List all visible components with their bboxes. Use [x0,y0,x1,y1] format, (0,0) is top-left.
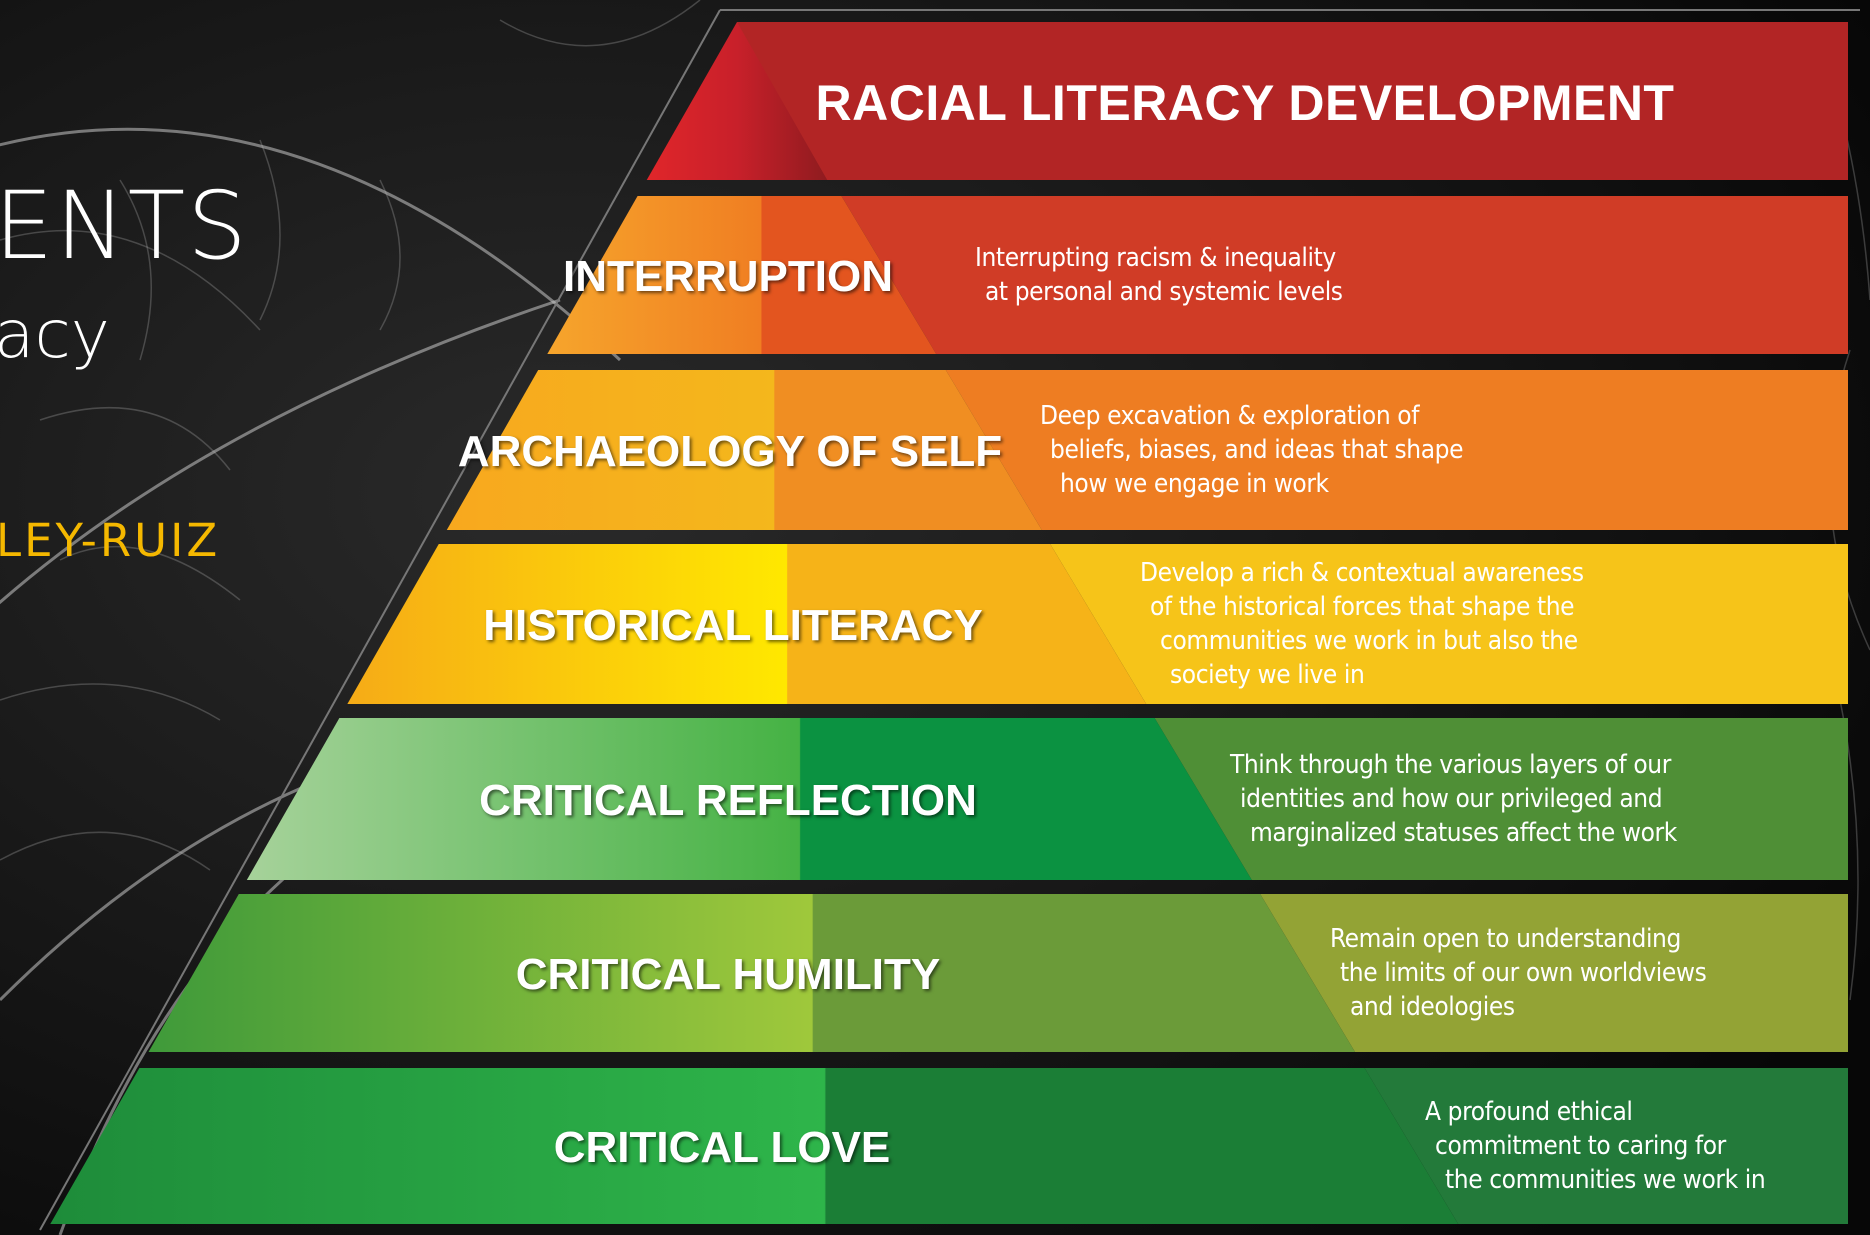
description-line: at personal and systemic levels [985,277,1343,307]
description-band [1050,544,1848,704]
description-line: communities we work in but also the [1160,626,1578,656]
description-line: commitment to caring for [1435,1131,1726,1161]
tier-label: INTERRUPTION [563,252,893,301]
pyramid-tier [547,196,937,354]
pyramid-tier [148,894,1356,1052]
tier-label: CRITICAL REFLECTION [479,776,977,825]
description-line: the communities we work in [1445,1165,1766,1195]
description-band [945,370,1848,530]
description-line: marginalized statuses affect the work [1250,818,1677,848]
description-band [1260,894,1848,1052]
description-line: A profound ethical [1425,1097,1633,1127]
tier-label: ARCHAEOLOGY OF SELF [457,427,1003,476]
description-line: of the historical forces that shape the [1150,592,1575,622]
description-band [841,196,1848,354]
tier-description: Remain open to understanding the limits o… [1330,922,1707,1024]
description-line: how we engage in work [1060,469,1329,499]
description-line: society we live in [1170,660,1365,690]
diagram-heading: RACIAL LITERACY DEVELOPMENT [815,75,1675,131]
tier-description: Interrupting racism & inequality at perso… [975,241,1343,309]
description-line: Develop a rich & contextual awareness [1140,558,1584,588]
apex-triangle [646,22,828,180]
description-line: identities and how our privileged and [1240,784,1663,814]
heading-band [737,22,1848,180]
tier-label: CRITICAL HUMILITY [515,950,941,999]
pyramid-tier [246,718,1252,880]
tier-label: HISTORICAL LITERACY [483,601,983,650]
description-line: Deep excavation & exploration of [1040,401,1420,431]
description-line: the limits of our own worldviews [1340,958,1707,988]
slide-title-fragment: ENTS [0,172,249,281]
tier-description: A profound ethical commitment to caring f… [1425,1095,1766,1197]
slide-author-fragment: LEY-RUIZ [0,514,221,567]
tier-description: Develop a rich & contextual awareness of … [1140,556,1584,692]
description-line: and ideologies [1350,992,1515,1022]
slide-subtitle-fragment: acy [0,296,110,373]
description-band [1154,718,1848,880]
pyramid-tier [50,1068,1459,1224]
description-line: Interrupting racism & inequality [975,243,1336,273]
description-line: Remain open to understanding [1330,924,1681,954]
pyramid-tier [446,370,1042,530]
tier-description: Think through the various layers of our i… [1230,748,1677,850]
tier-description: Deep excavation & exploration of beliefs,… [1040,399,1463,501]
pyramid-tier [347,544,1147,704]
tier-label: CRITICAL LOVE [553,1123,891,1172]
description-line: Think through the various layers of our [1230,750,1671,780]
description-line: beliefs, biases, and ideas that shape [1050,435,1464,465]
description-band [1364,1068,1848,1224]
